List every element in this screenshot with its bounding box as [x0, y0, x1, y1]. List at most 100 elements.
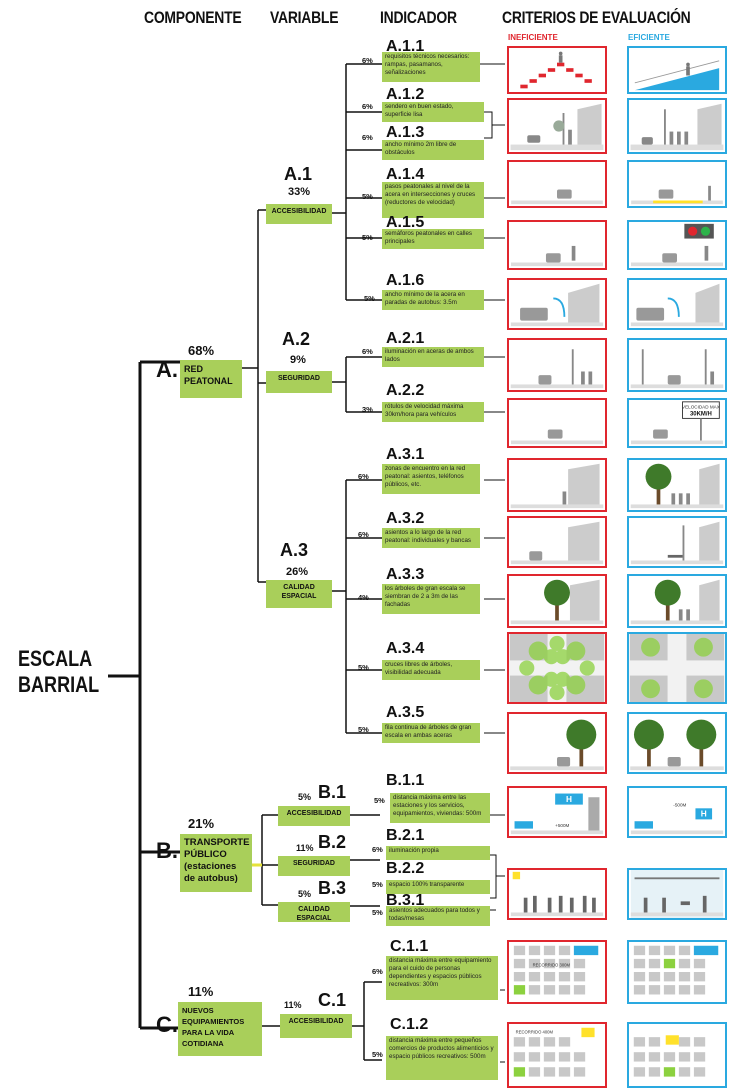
indicator-b11-code: B.1.1 — [386, 772, 425, 789]
intersection-clear-illustration — [629, 634, 725, 702]
no-meeting-zone-illustration — [510, 463, 604, 509]
indicator-b11-text: distancia máxima entre las estaciones y … — [390, 793, 490, 823]
bus-stop-wide-illustration — [630, 283, 724, 327]
indicator-b31-pct: 5% — [372, 908, 383, 917]
indicator-a33-pct: 4% — [358, 593, 369, 602]
variable-a2-code: A.2 — [282, 329, 311, 349]
panel-a34-eficiente — [627, 632, 727, 704]
component-a-box: RED PEATONAL — [180, 360, 242, 398]
component-b-pct: 21% — [188, 816, 215, 831]
panel-a31-eficiente — [627, 458, 727, 512]
root-line1: ESCALA — [18, 646, 93, 671]
speed-sign-line2: 30KM/H — [690, 412, 712, 418]
indicator-a21-pct: 6% — [362, 347, 373, 356]
indicator-a14-code: A.1.4 — [386, 166, 425, 183]
component-c-box: NUEVOS EQUIPAMIENTOS PARA LA VIDA COTIDI… — [178, 1002, 262, 1056]
panel-c12-eficiente — [627, 1022, 727, 1088]
double-tree-row-illustration — [630, 719, 724, 771]
indicator-a15-text: semáforos peatonales en calles principal… — [382, 229, 484, 249]
indicator-c11-code: C.1.1 — [390, 938, 429, 955]
panel-a12-eficiente — [627, 98, 727, 154]
single-tree-row-illustration — [510, 719, 604, 771]
variable-a3-pct: 26% — [286, 566, 309, 578]
grid-far-care-illustration: RECORRIDO 300M — [513, 945, 599, 995]
component-a-letter: A. — [156, 357, 178, 382]
indicator-b11-pct: 5% — [374, 796, 385, 805]
grid-near-shop-illustration — [633, 1035, 706, 1077]
component-b-label1: TRANSPORTE — [184, 837, 250, 848]
component-a-label2: PEATONAL — [184, 376, 233, 386]
panel-a35-eficiente — [627, 712, 727, 774]
panel-a16-ineficiente — [507, 278, 607, 330]
panel-a35-ineficiente — [507, 712, 607, 774]
indicator-b21-code: B.2.1 — [386, 827, 425, 844]
grid-near-care-illustration — [633, 945, 719, 995]
indicator-a12-text: sendero en buen estado, superficie lisa — [382, 102, 484, 122]
indicator-a15-pct: 5% — [362, 233, 373, 242]
panel-c11-ineficiente: RECORRIDO 300M — [507, 940, 607, 1004]
indicator-a35-pct: 5% — [358, 725, 369, 734]
indicator-a22-code: A.2.2 — [386, 382, 425, 399]
indicator-a16-pct: 5% — [364, 294, 375, 303]
component-c-pct: 11% — [188, 984, 214, 999]
lighting-both-sides-illustration — [630, 349, 724, 389]
panel-a12-ineficiente — [507, 98, 607, 154]
ramp-illustration — [634, 60, 720, 91]
indicator-b21-text: iluminación propia — [386, 846, 490, 860]
dist-minus-label: -500M — [673, 802, 686, 807]
intersection-trees-illustration — [509, 634, 605, 702]
component-c-label4: COTIDIANA — [182, 1039, 224, 1048]
variable-a1-code: A.1 — [284, 164, 313, 184]
indicator-a13-code: A.1.3 — [386, 124, 425, 141]
indicator-a21-code: A.2.1 — [386, 330, 425, 347]
indicator-c12-pct: 5% — [372, 1050, 383, 1059]
indicator-b31-text: asientos adecuados para todos y todas/me… — [386, 906, 490, 926]
indicator-a14-text: pasos peatonales al nivel de la acera en… — [382, 182, 484, 218]
indicator-a14-pct: 5% — [362, 192, 373, 201]
crossing-uneven-illustration — [511, 189, 603, 205]
variable-a2-pct: 9% — [290, 354, 306, 366]
panel-c12-ineficiente: RECORRIDO 400M — [507, 1022, 607, 1088]
panel-a32-eficiente — [627, 516, 727, 568]
panel-b2-ineficiente — [507, 868, 607, 920]
header-componente: COMPONENTE — [144, 8, 242, 27]
indicator-c11-pct: 6% — [372, 967, 383, 976]
bus-near-illustration: H -500M — [630, 802, 724, 835]
header-eficiente: EFICIENTE — [628, 33, 670, 42]
root-line2: BARRIAL — [18, 672, 100, 697]
component-b-label2: PÚBLICO — [184, 849, 227, 860]
indicator-a34-text: cruces libres de árboles, visibilidad ad… — [382, 660, 480, 680]
stairs-illustration — [520, 51, 592, 89]
indicator-a33-text: los árboles de gran escala se siembran d… — [382, 584, 480, 614]
header-criterios: CRITERIOS DE EVALUACIÓN — [502, 8, 691, 27]
panel-a21-eficiente — [627, 338, 727, 392]
panel-a15-eficiente — [627, 220, 727, 270]
variable-b3-box: CALIDAD ESPACIAL — [278, 902, 350, 922]
indicator-a31-text: zonas de encuentro en la red peatonal: a… — [382, 464, 480, 494]
bus-far-illustration: H +500M — [510, 793, 604, 835]
tree-close-facade-illustration — [510, 579, 604, 625]
indicator-a11-text: requisitos técnicos necesarios: rampas, … — [382, 52, 480, 82]
panel-a15-ineficiente — [507, 220, 607, 270]
no-signal-illustration — [511, 245, 603, 267]
variable-a1-box: ACCESIBILIDAD — [266, 204, 332, 224]
indicator-a12-pct: 6% — [362, 102, 373, 111]
no-speed-sign-illustration — [511, 429, 603, 445]
component-c-label2: EQUIPAMIENTOS — [182, 1017, 245, 1026]
indicator-b22-code: B.2.2 — [386, 860, 425, 877]
variable-b1-box: ACCESIBILIDAD — [278, 806, 350, 826]
variable-a1-pct: 33% — [288, 186, 311, 198]
bus-h-label-2: H — [701, 809, 707, 819]
panel-a22-eficiente: VELOCIDAD MAX 30KM/H — [627, 398, 727, 448]
variable-a3-code: A.3 — [280, 540, 309, 560]
crossing-level-illustration — [631, 185, 723, 205]
indicator-a34-code: A.3.4 — [386, 640, 425, 657]
panel-a33-eficiente — [627, 574, 727, 628]
component-b-box: TRANSPORTE PÚBLICO (estaciones de autobu… — [180, 834, 252, 892]
bus-stop-transparent-illustration — [630, 870, 724, 918]
indicator-a34-pct: 5% — [358, 663, 369, 672]
clear-sidewalk-illustration — [630, 103, 724, 151]
variable-a3-label2: ESPACIAL — [281, 593, 317, 600]
panel-a14-ineficiente — [507, 160, 607, 208]
